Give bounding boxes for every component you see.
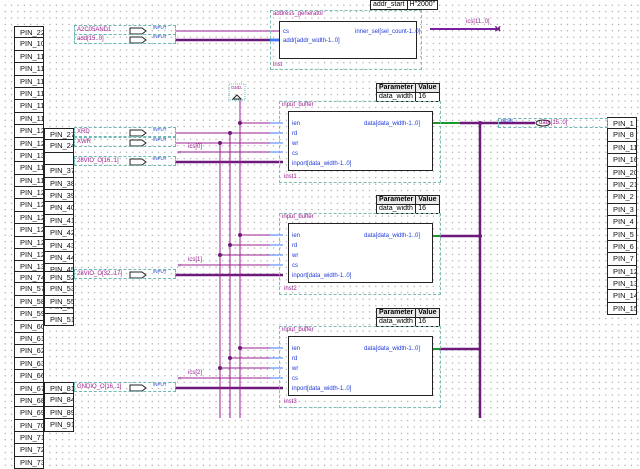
pin-label[interactable]: PIN_24 bbox=[44, 140, 74, 153]
pin-label[interactable]: PIN_111 bbox=[14, 50, 44, 64]
pin-label[interactable]: PIN_13 bbox=[607, 278, 637, 291]
wire-label-ics0: ics[0] bbox=[188, 144, 203, 150]
pin-label[interactable]: PIN_66 bbox=[14, 370, 44, 383]
pin-label[interactable]: PIN_81 bbox=[44, 382, 74, 395]
pin-label[interactable]: PIN_131 bbox=[14, 149, 44, 163]
pin-label[interactable]: PIN_6 bbox=[607, 240, 637, 254]
pin-label[interactable]: PIN_125 bbox=[14, 125, 44, 138]
pin-label[interactable]: PIN_121 bbox=[14, 137, 44, 150]
pin-label[interactable]: PIN_62 bbox=[14, 345, 44, 358]
pin-label[interactable]: PIN_1 bbox=[607, 117, 637, 130]
pin-label[interactable]: PIN_111 bbox=[14, 75, 44, 88]
pin-label[interactable]: PIN_43 bbox=[44, 239, 74, 252]
pin-label[interactable]: PIN_11 bbox=[607, 141, 637, 155]
pin-label[interactable]: PIN_15 bbox=[607, 302, 637, 316]
gnd-label: GND bbox=[231, 85, 241, 90]
pin-label[interactable]: PIN_70 bbox=[14, 419, 44, 433]
pin-label[interactable]: PIN_63 bbox=[14, 357, 44, 371]
pin-label[interactable]: PIN_72 bbox=[14, 444, 44, 457]
pin-label[interactable]: PIN_60 bbox=[14, 320, 44, 333]
pin-label[interactable]: PIN_73 bbox=[14, 456, 44, 469]
pin-label[interactable]: PIN_119 bbox=[14, 174, 44, 188]
output-bidir-pin[interactable]: BIDIR data[15..0] bbox=[498, 118, 608, 128]
pin-label[interactable]: PIN_7 bbox=[607, 253, 637, 266]
wire-label-ics2: ics[2] bbox=[188, 370, 203, 376]
pin-label[interactable]: PIN_14 bbox=[607, 290, 637, 303]
pin-label[interactable]: PIN_2 bbox=[607, 191, 637, 204]
no-connect-icon: ✕ bbox=[177, 263, 181, 269]
pin-label[interactable]: PIN_110 bbox=[14, 63, 44, 76]
pin-label[interactable]: PIN_59 bbox=[14, 308, 44, 321]
pin-label[interactable]: PIN_67 bbox=[14, 382, 44, 395]
pin-label[interactable]: PIN_8 bbox=[607, 129, 637, 142]
pin-label[interactable]: PIN_120 bbox=[14, 187, 44, 200]
pin-label[interactable]: PIN_68 bbox=[14, 394, 44, 408]
pin-label[interactable]: PIN_44 bbox=[44, 251, 74, 265]
pin-label[interactable]: PIN_57 bbox=[14, 283, 44, 296]
pin-label[interactable]: PIN_124 bbox=[14, 236, 44, 250]
pin-label[interactable]: PIN_109 bbox=[14, 38, 44, 51]
pin-label[interactable]: PIN_122 bbox=[14, 211, 44, 225]
pin-label[interactable]: PIN_4 bbox=[607, 216, 637, 229]
pin-label[interactable]: PIN_55 bbox=[44, 295, 74, 309]
no-connect-icon: ✕ bbox=[177, 150, 181, 156]
pin-label[interactable]: PIN_21 bbox=[607, 178, 637, 192]
pin-label[interactable]: PIN_114 bbox=[14, 112, 44, 126]
pin-label[interactable]: PIN_42 bbox=[44, 227, 74, 240]
pin-label[interactable]: PIN_123 bbox=[14, 224, 44, 237]
pin-label[interactable]: PIN_125 bbox=[14, 249, 44, 262]
pin-label[interactable]: PIN_71 bbox=[14, 432, 44, 445]
pin-label[interactable]: PIN_40 bbox=[44, 202, 74, 215]
pin-label[interactable]: PIN_12 bbox=[607, 265, 637, 279]
pin-label[interactable]: PIN_74 bbox=[14, 271, 44, 284]
pin-label[interactable] bbox=[44, 152, 74, 166]
no-connect-icon: ✕ bbox=[177, 376, 181, 382]
pin-label[interactable]: PIN_91 bbox=[44, 419, 74, 432]
pin-label[interactable]: PIN_22 bbox=[14, 26, 44, 39]
pin-label[interactable]: PIN_121 bbox=[14, 199, 44, 212]
pin-label[interactable]: PIN_16 bbox=[607, 154, 637, 167]
input-pin[interactable]: GNDIO_O[16..1]INPUT bbox=[74, 382, 176, 392]
pin-label[interactable]: PIN_41 bbox=[44, 214, 74, 228]
address-generator-block[interactable]: address_generator cs addr[addr_width-1..… bbox=[270, 10, 422, 70]
input-pin[interactable]: 28VIO_O[16..1]INPUT bbox=[74, 156, 176, 166]
pin-label[interactable]: PIN_53 bbox=[44, 283, 74, 296]
pin-label[interactable]: PIN_52 bbox=[44, 271, 74, 284]
pin-label[interactable]: PIN_84 bbox=[44, 394, 74, 407]
pin-label[interactable]: PIN_5 bbox=[607, 228, 637, 241]
pin-label[interactable]: PIN_118 bbox=[14, 162, 44, 175]
pin-label[interactable]: PIN_113 bbox=[14, 100, 44, 113]
pin-label[interactable]: PIN_58 bbox=[14, 295, 44, 309]
pin-label[interactable]: PIN_39 bbox=[44, 189, 74, 203]
pin-label[interactable]: PIN_61 bbox=[14, 332, 44, 346]
no-connect-icon: ✕ bbox=[494, 24, 502, 34]
pin-label[interactable]: PIN_27 bbox=[44, 128, 74, 141]
pin-label[interactable]: PIN_38 bbox=[44, 177, 74, 190]
input-pin[interactable]: add[15..0]INPUT bbox=[74, 34, 176, 44]
wire-layer: ✕ ✕ ✕ ✕ bbox=[129, 24, 551, 418]
pin-label[interactable]: PIN_37 bbox=[44, 165, 74, 178]
pin-label[interactable]: PIN_112 bbox=[14, 87, 44, 101]
wire-label-ics-bus: ics[11..0] bbox=[466, 19, 490, 25]
pin-label[interactable]: PIN_89 bbox=[44, 406, 74, 420]
pin-column-a: PIN_22PIN_109PIN_111PIN_110PIN_111PIN_11… bbox=[14, 26, 44, 274]
pin-label[interactable]: PIN_20 bbox=[607, 166, 637, 179]
wire-label-ics1: ics[1] bbox=[188, 257, 203, 263]
input-pin[interactable]: 28VIO_O[32..17]INPUT bbox=[74, 269, 176, 279]
pin-label[interactable]: PIN_3 bbox=[607, 203, 637, 217]
pin-label[interactable]: PIN_51 bbox=[44, 313, 74, 327]
